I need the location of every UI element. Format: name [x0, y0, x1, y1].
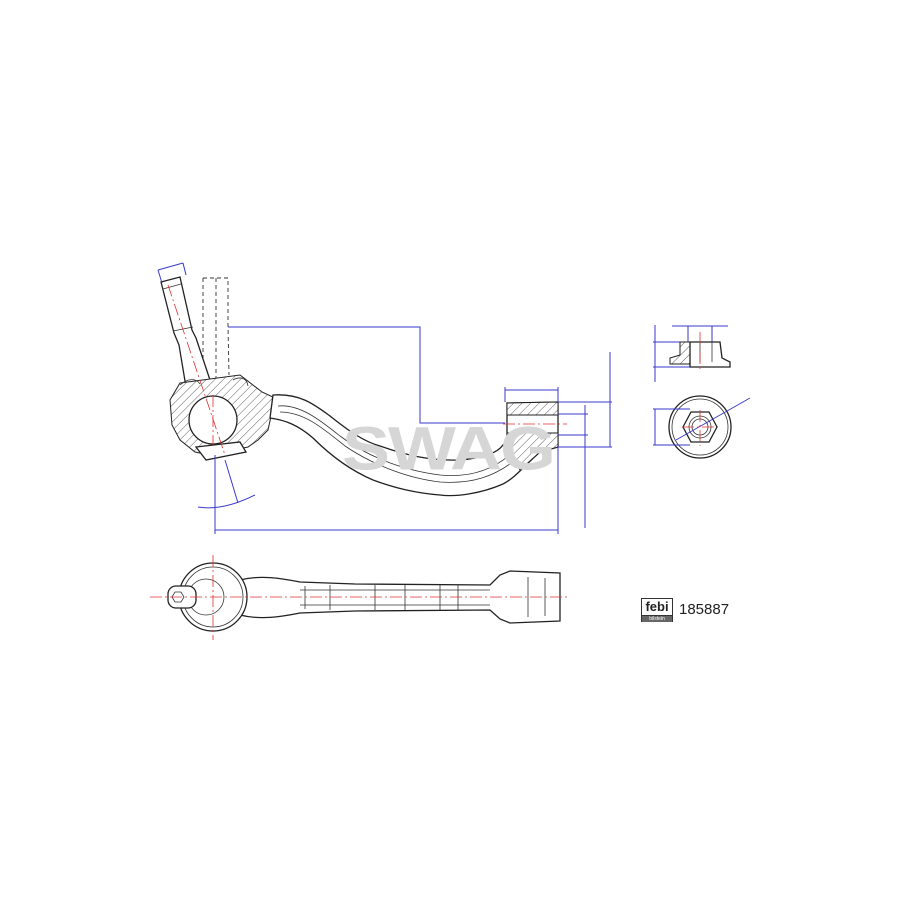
eye-section-top [506, 401, 559, 416]
nut-side-view [653, 325, 731, 382]
dimension-lines [157, 262, 612, 534]
eye-section-bottom [506, 432, 559, 471]
plan-view [150, 555, 570, 640]
boot-cap [194, 441, 248, 461]
logo-main-text: febi [645, 599, 669, 614]
stud-ghost-outline [202, 277, 230, 380]
nut-top-view [653, 395, 751, 459]
logo-sub-text: bilstein [642, 615, 672, 622]
part-number: 185887 [679, 601, 730, 618]
side-view [160, 276, 567, 497]
